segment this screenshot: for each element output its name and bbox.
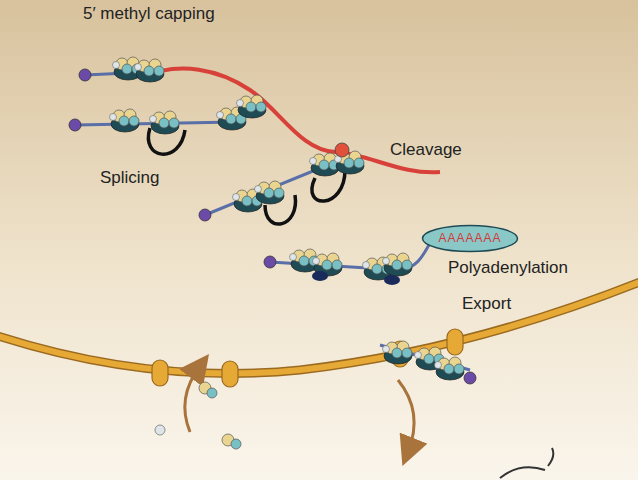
process-label: Cleavage bbox=[390, 140, 462, 160]
polya-tail: AAAAAAA bbox=[421, 224, 519, 253]
process-label: Export bbox=[462, 294, 511, 314]
process-label: Polyadenylation bbox=[448, 258, 568, 278]
process-label: Splicing bbox=[100, 168, 160, 188]
polya-text: AAAAAAA bbox=[421, 231, 519, 245]
process-label: 5′ methyl capping bbox=[83, 4, 215, 24]
